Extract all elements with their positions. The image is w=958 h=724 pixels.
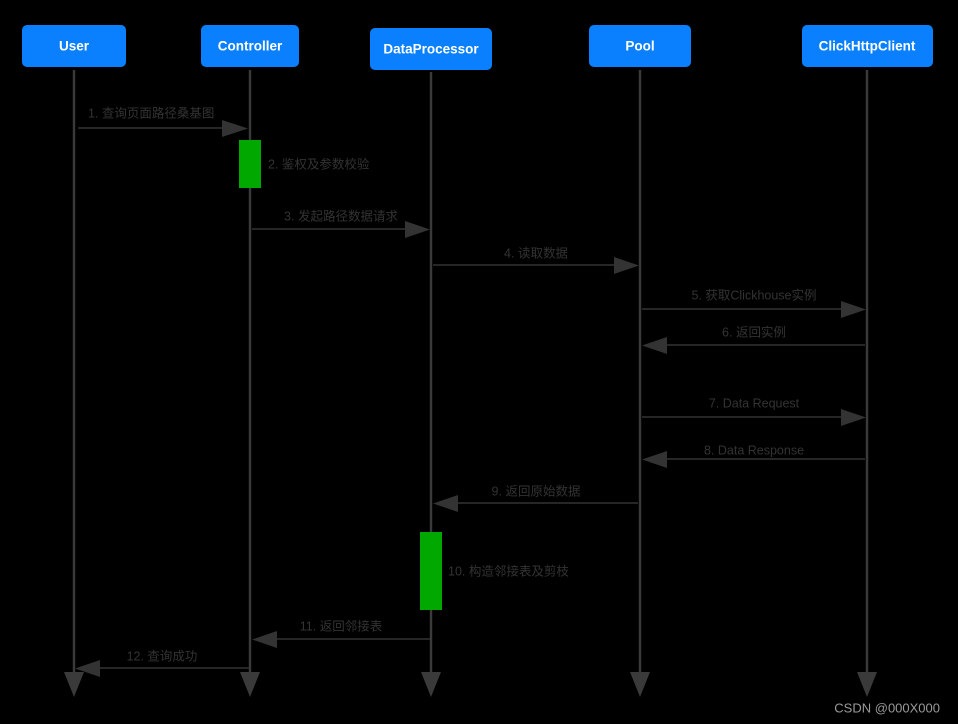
message-12[interactable]: 12. 查询成功 <box>75 649 249 677</box>
message-label-7: 7. Data Request <box>709 396 800 410</box>
activation-bar-dataprocessor <box>420 532 442 610</box>
message-4[interactable]: 4. 读取数据 <box>433 245 639 274</box>
participant-label-user: User <box>59 39 90 54</box>
participant-controller[interactable]: Controller <box>201 25 299 67</box>
message-arrowhead-3 <box>405 221 430 238</box>
message-2[interactable]: 2. 鉴权及参数校验 <box>268 156 370 171</box>
message-6[interactable]: 6. 返回实例 <box>642 324 865 354</box>
message-label-11: 11. 返回邻接表 <box>300 618 383 633</box>
message-5[interactable]: 5. 获取Clickhouse实例 <box>642 287 866 318</box>
message-arrowhead-8 <box>642 451 667 468</box>
message-3[interactable]: 3. 发起路径数据请求 <box>252 208 430 238</box>
message-10[interactable]: 10. 构造邻接表及剪枝 <box>448 563 569 578</box>
message-label-3: 3. 发起路径数据请求 <box>284 208 398 223</box>
lifeline-clickhttpclient <box>857 70 877 697</box>
message-label-4: 4. 读取数据 <box>504 245 568 260</box>
participant-box-clickhttpclient[interactable] <box>802 25 933 67</box>
message-7[interactable]: 7. Data Request <box>642 396 866 426</box>
participant-dataprocessor[interactable]: DataProcessor <box>370 28 492 70</box>
participant-label-dataprocessor: DataProcessor <box>383 42 479 57</box>
message-arrowhead-12 <box>75 660 100 677</box>
participant-label-controller: Controller <box>218 39 283 54</box>
participant-label-clickhttpclient: ClickHttpClient <box>819 39 916 54</box>
participant-box-pool[interactable] <box>589 25 691 67</box>
message-11[interactable]: 11. 返回邻接表 <box>252 618 430 648</box>
message-arrowhead-4 <box>614 257 639 274</box>
message-arrowhead-7 <box>841 409 866 426</box>
watermark-text: CSDN @000X000 <box>834 700 940 715</box>
participant-clickhttpclient[interactable]: ClickHttpClient <box>802 25 933 67</box>
activation-bar-controller <box>239 140 261 188</box>
participant-box-dataprocessor[interactable] <box>370 28 492 70</box>
lifeline-end-arrow-controller <box>240 672 260 697</box>
message-label-9: 9. 返回原始数据 <box>492 483 581 498</box>
participant-box-user[interactable] <box>22 25 126 67</box>
message-label-8: 8. Data Response <box>704 443 804 457</box>
message-label-10: 10. 构造邻接表及剪枝 <box>448 563 569 578</box>
message-label-12: 12. 查询成功 <box>127 649 198 663</box>
lifeline-end-arrow-pool <box>630 672 650 697</box>
message-label-6: 6. 返回实例 <box>722 324 786 339</box>
message-9[interactable]: 9. 返回原始数据 <box>433 483 638 512</box>
lifeline-end-arrow-dataprocessor <box>421 672 441 697</box>
lifeline-pool <box>630 70 650 697</box>
participant-pool[interactable]: Pool <box>589 25 691 67</box>
message-1[interactable]: 1. 查询页面路径桑基图 <box>78 105 248 137</box>
message-label-1: 1. 查询页面路径桑基图 <box>88 105 214 120</box>
message-label-5: 5. 获取Clickhouse实例 <box>691 287 816 302</box>
message-label-2: 2. 鉴权及参数校验 <box>268 156 370 171</box>
lifeline-end-arrow-clickhttpclient <box>857 672 877 697</box>
message-arrowhead-5 <box>841 301 866 318</box>
message-arrowhead-6 <box>642 337 667 354</box>
message-arrowhead-9 <box>433 495 458 512</box>
lifelines-group <box>64 70 877 697</box>
message-arrowhead-1 <box>222 120 248 137</box>
lifeline-end-arrow-user <box>64 672 84 697</box>
message-arrowhead-11 <box>252 631 277 648</box>
participant-box-controller[interactable] <box>201 25 299 67</box>
participant-label-pool: Pool <box>625 39 654 54</box>
participant-user[interactable]: User <box>22 25 126 67</box>
message-8[interactable]: 8. Data Response <box>642 443 865 468</box>
lifeline-user <box>64 70 84 697</box>
